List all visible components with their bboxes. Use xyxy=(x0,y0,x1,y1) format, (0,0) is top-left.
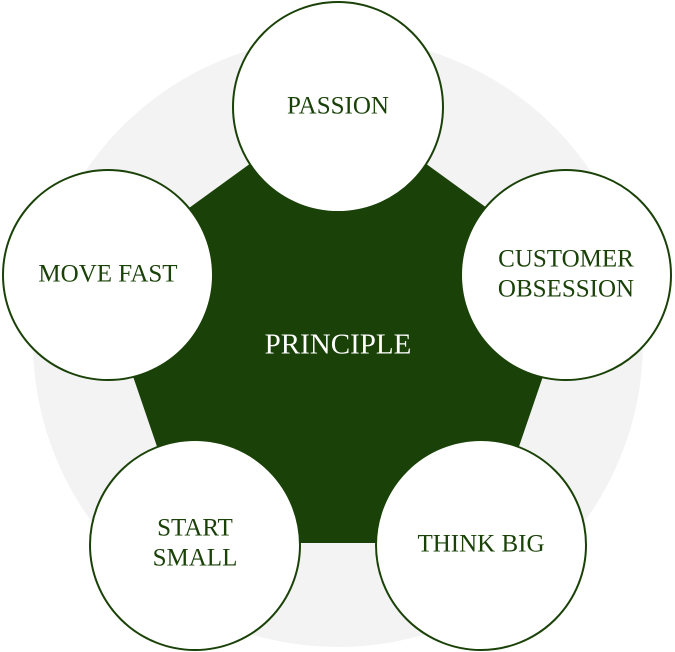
node-customer-obsession-label-line-1: CUSTOMER xyxy=(498,246,634,273)
node-start-small-label-line-1: START xyxy=(157,515,233,542)
node-customer-obsession-circle xyxy=(460,169,672,381)
node-think-big: THINK BIG xyxy=(375,439,587,651)
node-move-fast: MOVE FAST xyxy=(2,169,214,381)
node-start-small-circle xyxy=(89,439,301,651)
node-customer-obsession-label-line-2: OBSESSION xyxy=(498,276,634,303)
node-think-big-label: THINK BIG xyxy=(417,531,544,558)
node-passion-label: PASSION xyxy=(287,93,389,120)
center-label: PRINCIPLE xyxy=(265,329,412,361)
node-passion-circle xyxy=(232,1,444,213)
node-move-fast-circle xyxy=(2,169,214,381)
center-pentagon xyxy=(98,100,578,543)
node-think-big-circle xyxy=(375,439,587,651)
node-start-small: START SMALL xyxy=(89,439,301,651)
node-move-fast-label: MOVE FAST xyxy=(38,261,177,288)
node-passion: PASSION xyxy=(232,1,444,213)
node-start-small-label-line-2: SMALL xyxy=(153,545,238,572)
node-customer-obsession: CUSTOMER OBSESSION xyxy=(460,169,672,381)
